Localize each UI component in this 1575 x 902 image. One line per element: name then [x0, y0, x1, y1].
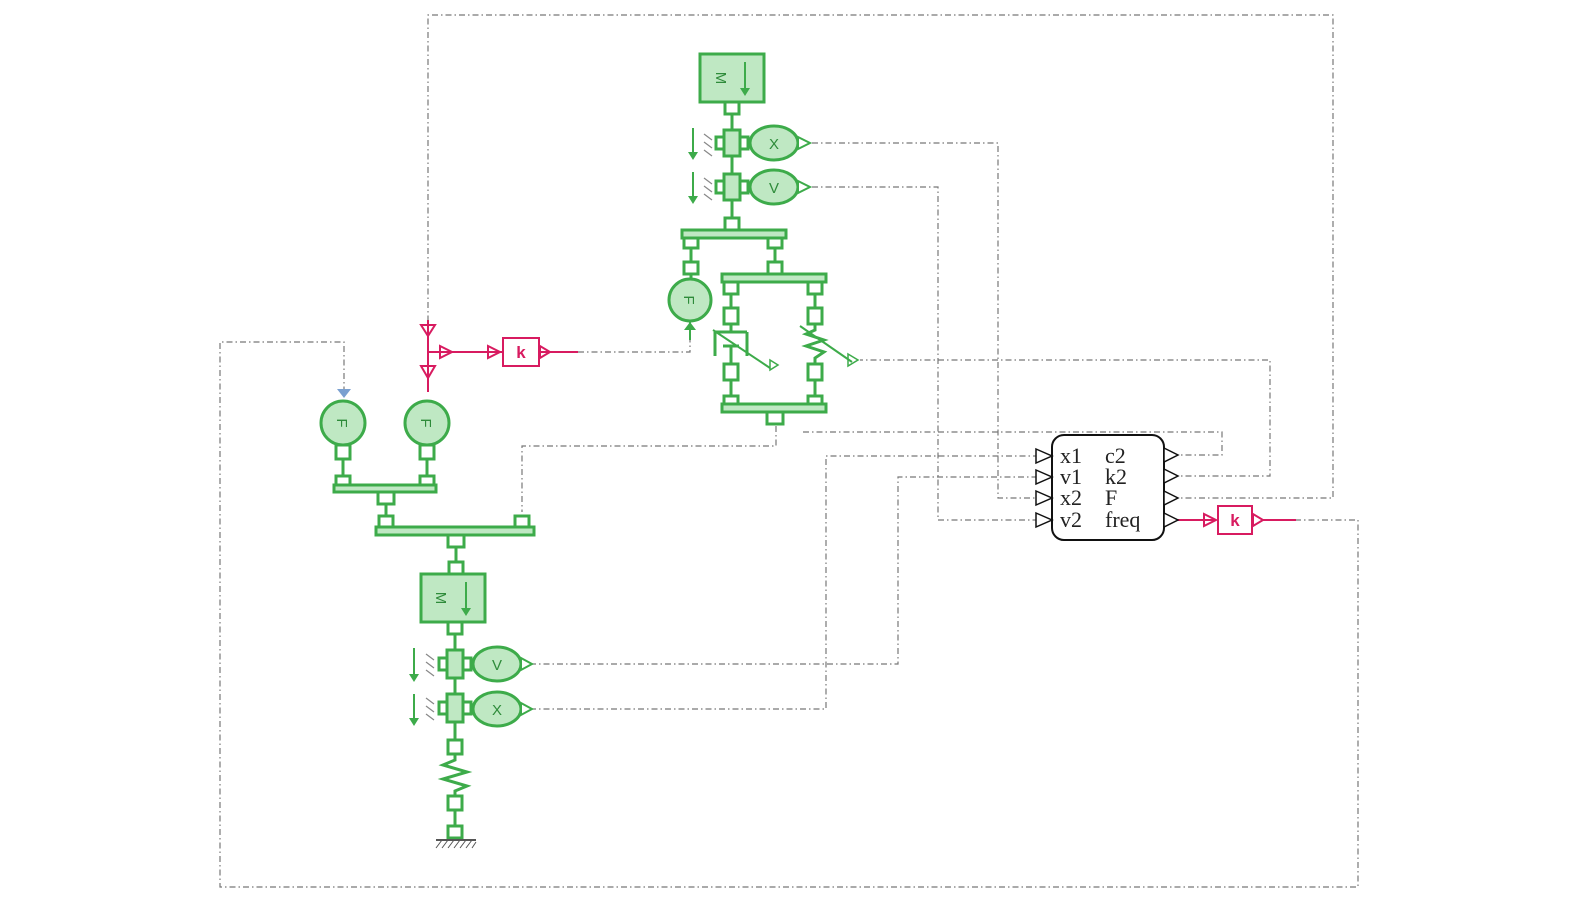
- upper-v-label: V: [769, 180, 779, 197]
- lower-displacement-sensor[interactable]: X: [409, 690, 535, 728]
- upper-displacement-sensor[interactable]: X: [688, 124, 813, 162]
- output-freq: freq: [1105, 507, 1140, 532]
- lower-mass[interactable]: M: [419, 572, 487, 624]
- input-x1: x1: [1060, 443, 1082, 468]
- signal-freq-loop: [219, 341, 1359, 888]
- upper-f-label: F: [680, 295, 697, 304]
- lower-x-label: X: [492, 702, 502, 719]
- signal-f-feedback: [427, 14, 1334, 499]
- input-x2: x2: [1060, 485, 1082, 510]
- arrow-right-icon: [1203, 512, 1219, 528]
- input-v2: v2: [1060, 507, 1082, 532]
- upper-mass-label: M: [712, 72, 729, 85]
- signal-c2: [800, 431, 1223, 456]
- gain-block-right-label: k: [1230, 511, 1240, 530]
- gain-path-left: [419, 320, 578, 392]
- ground-icon: [435, 839, 477, 849]
- lower-left-f-label: F: [333, 418, 350, 427]
- lower-right-force-source[interactable]: F: [403, 399, 451, 447]
- gain-block-left-label: k: [516, 343, 526, 362]
- signal-lower-x: [530, 455, 1040, 710]
- lower-left-force-source[interactable]: F: [319, 389, 367, 447]
- input-v1: v1: [1060, 464, 1082, 489]
- lower-velocity-sensor[interactable]: V: [409, 645, 535, 683]
- arrow-right-icon: [487, 344, 503, 360]
- signal-upper-x: [812, 142, 1040, 499]
- signal-lines: [219, 14, 1359, 888]
- upper-spring[interactable]: [799, 324, 860, 368]
- upper-mass[interactable]: M: [698, 52, 766, 104]
- signal-mech-link: [521, 426, 777, 512]
- signal-gain-to-force: [578, 328, 691, 353]
- output-f: F: [1105, 485, 1117, 510]
- signal-lower-v: [530, 476, 1040, 665]
- lower-right-f-label: F: [417, 418, 434, 427]
- arrow-down-icon: [419, 324, 437, 338]
- output-c2: c2: [1105, 443, 1126, 468]
- upper-force-source[interactable]: F: [667, 274, 713, 340]
- upper-damper[interactable]: [712, 324, 780, 372]
- gain-block-left[interactable]: k: [502, 337, 552, 367]
- lower-v-label: V: [492, 657, 502, 674]
- gain-block-right[interactable]: k: [1217, 505, 1265, 535]
- upper-velocity-sensor[interactable]: V: [688, 168, 813, 206]
- signal-upper-v: [812, 186, 1040, 521]
- upper-x-label: X: [769, 136, 779, 153]
- lower-mass-label: M: [432, 592, 449, 605]
- arrow-down-icon: [419, 365, 437, 380]
- function-block[interactable]: x1 v1 x2 v2 c2 k2 F freq: [1035, 434, 1180, 541]
- output-k2: k2: [1105, 464, 1127, 489]
- arrow-right-icon: [439, 344, 455, 360]
- lower-spring[interactable]: [437, 754, 473, 796]
- signal-k2: [860, 359, 1271, 477]
